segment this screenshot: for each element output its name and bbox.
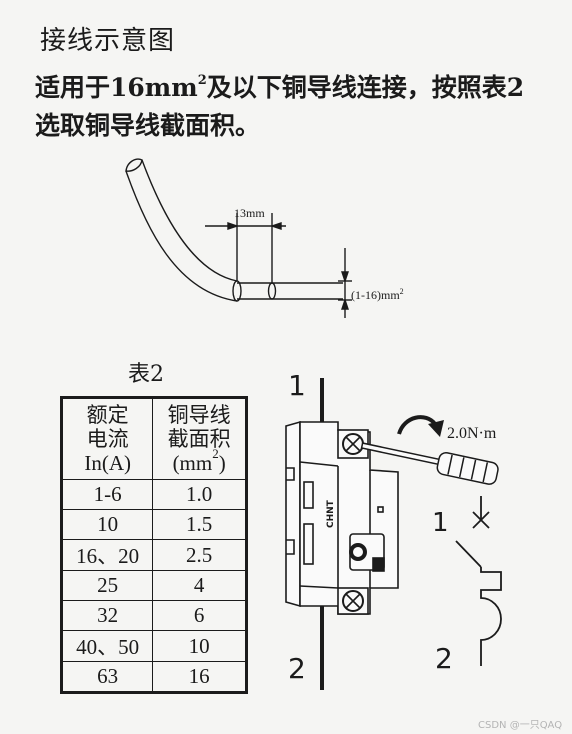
screwdriver-handle <box>436 452 499 485</box>
toggle-tab <box>372 557 385 572</box>
breaker-schematic-symbol <box>455 496 502 666</box>
intro-superscript: 2 <box>197 73 207 88</box>
breaker-terminal-in: 1 <box>288 369 306 402</box>
status-window <box>377 506 384 513</box>
cell-section: 16 <box>152 661 247 693</box>
intro-line-2: 选取铜导线截面积。 <box>35 111 261 140</box>
torque-label: 2.0N·m <box>447 425 497 442</box>
cable-edge-inner <box>141 159 238 282</box>
section-range-text: (1-16)mm <box>351 288 400 302</box>
intro-line-1-end: 及以下铜导线连接，按照表2 <box>206 73 525 102</box>
body-edge <box>299 461 339 467</box>
din-notch <box>286 539 295 555</box>
strip-length-label: 13mm <box>234 206 265 220</box>
header-unit-sup: 2 <box>212 446 219 461</box>
switch-blade <box>455 540 482 568</box>
dim-arrow <box>227 222 240 230</box>
dim-arrow <box>269 222 282 230</box>
screw-slot <box>345 593 361 609</box>
section-range-sup: 2 <box>400 287 404 296</box>
schematic-terminal-in: 1 <box>432 508 449 538</box>
terminal-screw-bottom <box>342 590 364 612</box>
cable-edge-outer <box>125 170 238 302</box>
insulation-end <box>232 280 242 302</box>
table-header-row: 额定 电流 In(A) 铜导线 截面积 (mm2) <box>60 397 247 480</box>
side-slot <box>303 481 314 509</box>
body-edge <box>299 585 339 589</box>
header-copper-section: 铜导线 截面积 (mm2) <box>152 397 247 480</box>
isolator-cross <box>472 511 490 529</box>
side-slot <box>303 523 314 565</box>
header-line: 电流 <box>86 427 129 451</box>
screwdriver-shaft <box>360 442 442 466</box>
circuit-breaker-drawing <box>285 378 399 690</box>
cable-cut-end <box>125 158 143 172</box>
cell-current: 16、20 <box>60 539 154 571</box>
screw-slot <box>345 436 361 452</box>
intro-line-1: 适用于16mm2及以下铜导线连接，按照表2 <box>35 72 524 104</box>
cell-section: 1.5 <box>152 509 247 540</box>
trip-element <box>480 567 502 666</box>
stripped-wire-diagram <box>125 158 352 318</box>
header-line: 截面积 <box>167 427 231 451</box>
torque-arrowhead-icon <box>428 420 444 437</box>
strip-mark <box>267 282 277 300</box>
handle-grip <box>470 459 477 480</box>
cell-section: 2.5 <box>152 539 247 571</box>
dim-arrow <box>341 271 349 284</box>
table-caption: 表2 <box>128 362 164 387</box>
section-range-label: (1-16)mm2 <box>351 287 404 302</box>
header-unit-start: (mm <box>172 451 213 475</box>
header-line: 额定 <box>86 403 129 427</box>
brand-logo: CHNT <box>326 499 336 528</box>
header-line: 铜导线 <box>167 403 231 427</box>
page-title: 接线示意图 <box>40 26 176 56</box>
cell-current: 63 <box>60 661 154 693</box>
din-rail-profile <box>285 420 301 608</box>
breaker-terminal-out: 2 <box>288 652 306 685</box>
header-unit: (mm2) <box>153 447 245 475</box>
header-unit-end: ) <box>218 451 226 475</box>
handle-grip <box>447 454 453 475</box>
handle-grip <box>458 457 465 478</box>
cell-section: 10 <box>152 630 247 662</box>
intro-line-1-start: 适用于16mm <box>35 73 198 102</box>
din-notch <box>286 467 295 481</box>
toggle-pivot <box>349 543 367 561</box>
watermark: CSDN @一只QAQ <box>478 720 562 731</box>
schematic-terminal-out: 2 <box>435 642 453 675</box>
header-line: In(A) <box>84 451 131 475</box>
torque-arrow-icon <box>397 415 437 435</box>
handle-grip <box>482 462 489 483</box>
screwdriver <box>360 442 499 485</box>
dim-arrow <box>341 297 349 310</box>
